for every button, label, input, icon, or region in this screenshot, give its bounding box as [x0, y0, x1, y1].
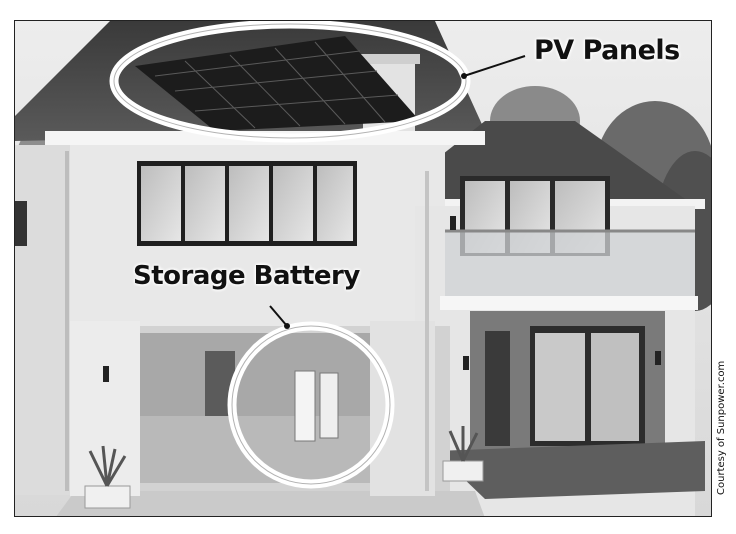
battery-leader-line: [269, 305, 288, 327]
wall-lights: [103, 216, 661, 382]
battery-units: [294, 370, 339, 442]
pv-callout-ring: [109, 21, 471, 143]
battery-callout-ring: [227, 321, 395, 489]
pv-leader-line: [463, 55, 526, 77]
driveway: [56, 491, 485, 516]
photo-frame: PV Panels Storage Battery: [14, 20, 712, 517]
photo-credit: Courtesy of Sunpower.com: [716, 360, 727, 495]
pv-panels-label: PV Panels: [534, 35, 680, 66]
center-pillar: [370, 321, 435, 496]
entry-area: [470, 311, 665, 451]
upper-windows: [137, 161, 357, 246]
balcony-railing: [440, 229, 698, 310]
solar-panels: [135, 36, 420, 131]
planters: [84, 426, 484, 509]
storage-battery-label: Storage Battery: [133, 261, 360, 291]
deck: [435, 441, 705, 499]
house-photo: [15, 21, 711, 516]
side-window: [15, 201, 27, 246]
